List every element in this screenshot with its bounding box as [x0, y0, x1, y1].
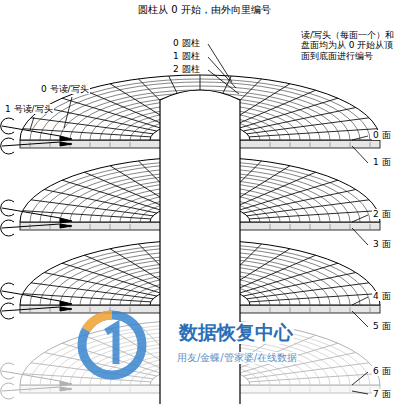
head-arm — [1, 283, 72, 319]
watermark-text: 数据恢复中心 — [178, 322, 294, 344]
surface-label: 1 面 — [372, 157, 392, 167]
note-text: 读/写头（每面一个）和盘面均为从 0 开始从顶面到底面进行编号 — [300, 30, 402, 61]
watermark-text: 用友/金蝶/管家婆/在线数据 — [176, 352, 298, 364]
watermark-logo — [82, 315, 142, 375]
diagram-title: 圆柱从 0 开始，由外向里编号 — [2, 4, 405, 16]
head-arm — [1, 200, 72, 236]
head-label: 0 号读/写头 — [40, 84, 90, 94]
surface-label: 4 面 — [372, 291, 392, 301]
head-arm — [1, 118, 72, 154]
surface-label: 5 面 — [372, 321, 392, 331]
leader-lines — [30, 44, 368, 394]
cylinder-label: 1 圆柱 — [172, 51, 201, 61]
head-label: 1 号读/写头 — [4, 104, 54, 114]
cylinder-label: 2 圆柱 — [172, 64, 201, 74]
surface-label: 0 面 — [372, 130, 392, 140]
cylinder-label: 0 圆柱 — [172, 38, 201, 48]
surface-label: 2 面 — [372, 209, 392, 219]
surface-label: 3 面 — [372, 239, 392, 249]
surface-label: 6 面 — [372, 366, 392, 376]
surface-label: 7 面 — [372, 389, 392, 399]
